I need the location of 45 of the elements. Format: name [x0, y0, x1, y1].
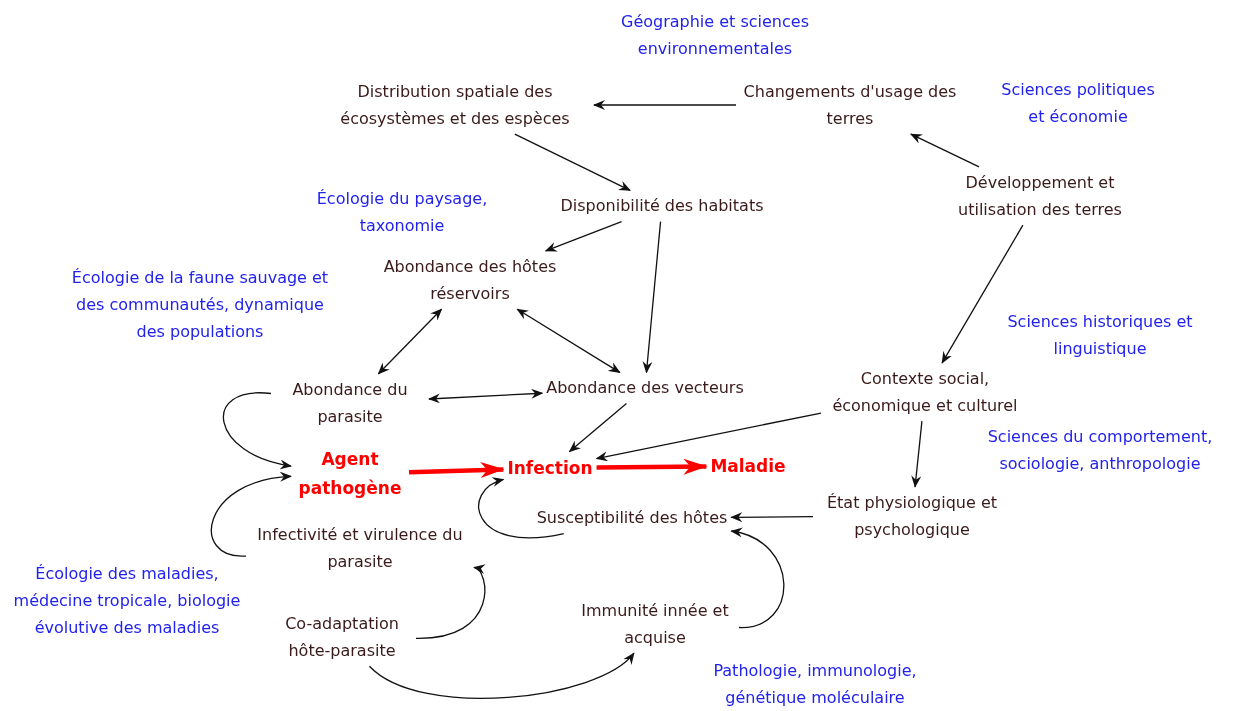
arrow: [223, 392, 292, 469]
concept-label: Susceptibilité des hôtes: [536, 504, 728, 532]
discipline-label: Pathologie, immunologie, génétique moléculaire: [712, 659, 918, 709]
arrow: [210, 472, 292, 557]
concept-label: Contexte social, économique et culturel: [825, 364, 1025, 420]
arrow: [596, 458, 708, 475]
discipline-label: Sciences historiques et linguistique: [1006, 310, 1194, 360]
arrow: [408, 462, 505, 479]
concept-label: Abondance des vecteurs: [546, 374, 744, 402]
arrow: [941, 224, 1024, 364]
concept-label: État physiologique et psychologique: [817, 488, 1007, 544]
arrow: [368, 652, 635, 700]
arrow: [514, 133, 631, 192]
concept-label: Abondance du parasite: [275, 375, 425, 431]
arrow: [428, 388, 544, 404]
concept-label: Développement et utilisation des terres: [940, 168, 1140, 224]
concept-label: Disponibilité des habitats: [560, 192, 764, 220]
key-term: Agent pathogène: [295, 445, 405, 503]
discipline-label: Sciences politiques et économie: [1000, 78, 1156, 128]
arrow: [642, 220, 662, 374]
arrow: [568, 402, 628, 453]
key-term: Infection: [507, 453, 593, 483]
discipline-label: Écologie du paysage, taxonomie: [315, 187, 489, 237]
discipline-label: Écologie de la faune sauvage et des communautés, dynamique des populations: [70, 267, 330, 344]
arrow: [478, 478, 565, 539]
arrow: [415, 566, 487, 640]
discipline-label: Géographie et sciences environnementales: [620, 10, 810, 60]
arrow: [730, 512, 814, 523]
arrow: [595, 412, 822, 462]
discipline-label: Écologie des maladies, médecine tropicale, biologie évolutive des maladies: [12, 563, 242, 640]
arrow: [910, 133, 980, 168]
concept-label: Co-adaptation hôte-parasite: [272, 609, 412, 665]
arrow: [730, 528, 785, 629]
arrow: [544, 220, 623, 252]
discipline-label: Sciences du comportement, sociologie, anthropologie: [986, 425, 1214, 475]
arrow: [377, 308, 443, 375]
arrow: [593, 100, 737, 110]
key-term: Maladie: [710, 451, 786, 481]
arrow: [516, 308, 621, 374]
concept-label: Immunité innée et acquise: [575, 596, 735, 652]
concept-label: Infectivité et virulence du parasite: [250, 520, 470, 576]
concept-label: Changements d'usage des terres: [740, 77, 960, 133]
concept-label: Abondance des hôtes réservoirs: [365, 252, 575, 308]
arrow: [911, 420, 923, 488]
concept-label: Distribution spatiale des écosystèmes et des espèces: [320, 77, 590, 133]
